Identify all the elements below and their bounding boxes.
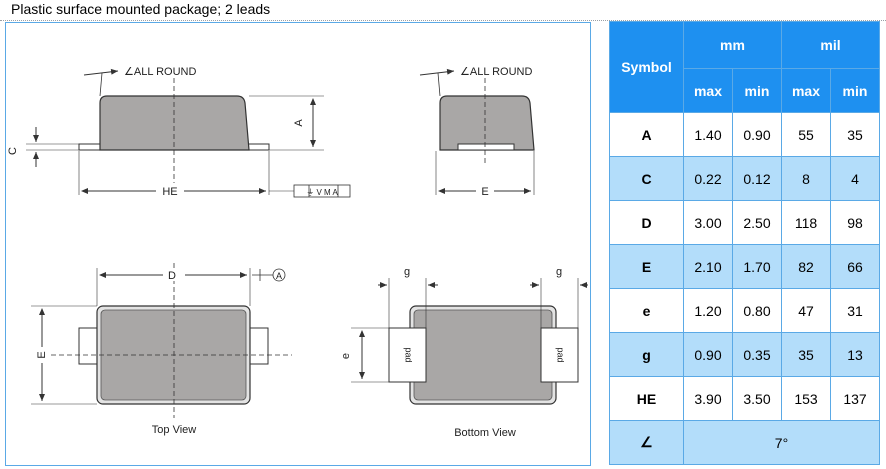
subheader-mil-min: min: [830, 68, 880, 113]
bottom-view-caption: Bottom View: [454, 427, 516, 439]
cell-value: 0.90: [732, 112, 782, 157]
page-title: Plastic surface mounted package; 2 leads: [11, 1, 271, 17]
cell-value: 3.00: [683, 200, 733, 245]
cell-value: 55: [781, 112, 831, 157]
cell-value: 0.12: [732, 156, 782, 201]
header-mil: mil: [781, 21, 880, 69]
label-C: C: [7, 147, 19, 155]
label-E-top: E: [36, 351, 48, 358]
label-E-side: E: [481, 186, 488, 198]
label-g-right: g: [556, 266, 562, 278]
bottom-view: pad pad g g e Bottom View: [340, 266, 588, 439]
cell-value: 47: [781, 288, 831, 333]
cell-value: 98: [830, 200, 880, 245]
subheader-mil-max: max: [781, 68, 831, 113]
angle-value: 7°: [683, 420, 880, 465]
dimension-table: Symbol mm mil max min max min A 1.40 0.9…: [609, 21, 880, 465]
cell-value: 153: [781, 376, 831, 421]
table-row: HE 3.90 3.50 153 137: [609, 376, 880, 421]
pad-label-left: pad: [404, 347, 414, 362]
package-drawing: ∠ALL ROUND A C HE ⏚ V M A: [5, 22, 591, 466]
top-view-caption: Top View: [152, 424, 196, 436]
top-view: D A E Top View: [31, 263, 292, 436]
cell-value: 0.22: [683, 156, 733, 201]
label-HE: HE: [162, 186, 177, 198]
table-row: D 3.00 2.50 118 98: [609, 200, 880, 245]
cell-value: 1.20: [683, 288, 733, 333]
header-mm: mm: [683, 21, 782, 69]
cell-value: 82: [781, 244, 831, 289]
table-row: E 2.10 1.70 82 66: [609, 244, 880, 289]
cell-value: 2.50: [732, 200, 782, 245]
side-view-left: ∠ALL ROUND A C HE ⏚ V M A: [7, 66, 351, 198]
table-row: C 0.22 0.12 8 4: [609, 156, 880, 201]
angle-symbol: ∠: [609, 420, 684, 465]
label-e: e: [340, 353, 352, 359]
row-symbol: HE: [609, 376, 684, 421]
all-round-label-right: ∠ALL ROUND: [460, 66, 532, 78]
table-row: g 0.90 0.35 35 13: [609, 332, 880, 377]
cell-value: 2.10: [683, 244, 733, 289]
cell-value: 1.40: [683, 112, 733, 157]
cell-value: 0.35: [732, 332, 782, 377]
cell-value: 0.90: [683, 332, 733, 377]
cell-value: 66: [830, 244, 880, 289]
row-symbol: D: [609, 200, 684, 245]
tolerance-frame: ⏚ V M A: [306, 188, 338, 197]
cell-value: 4: [830, 156, 880, 201]
cell-value: 118: [781, 200, 831, 245]
header-symbol: Symbol: [609, 21, 684, 113]
table-row: A 1.40 0.90 55 35: [609, 112, 880, 157]
cell-value: 35: [781, 332, 831, 377]
table-row: ∠ 7°: [609, 420, 880, 465]
cell-value: 13: [830, 332, 880, 377]
drawing-svg: ∠ALL ROUND A C HE ⏚ V M A: [7, 66, 588, 439]
cell-value: 35: [830, 112, 880, 157]
cell-value: 1.70: [732, 244, 782, 289]
subheader-mm-min: min: [732, 68, 782, 113]
subheader-mm-max: max: [683, 68, 733, 113]
cell-value: 137: [830, 376, 880, 421]
row-symbol: e: [609, 288, 684, 333]
cell-value: 8: [781, 156, 831, 201]
cell-value: 31: [830, 288, 880, 333]
table-row: e 1.20 0.80 47 31: [609, 288, 880, 333]
label-g-left: g: [404, 266, 410, 278]
pad-label-right: pad: [556, 347, 566, 362]
label-D: D: [168, 270, 176, 282]
row-symbol: E: [609, 244, 684, 289]
cell-value: 3.90: [683, 376, 733, 421]
cell-value: 3.50: [732, 376, 782, 421]
label-A: A: [293, 119, 305, 127]
row-symbol: C: [609, 156, 684, 201]
cell-value: 0.80: [732, 288, 782, 333]
datum-A: A: [276, 271, 282, 281]
all-round-label-left: ∠ALL ROUND: [124, 66, 196, 78]
row-symbol: A: [609, 112, 684, 157]
row-symbol: g: [609, 332, 684, 377]
side-view-right: ∠ALL ROUND E: [419, 66, 535, 198]
title-divider: [0, 20, 886, 21]
